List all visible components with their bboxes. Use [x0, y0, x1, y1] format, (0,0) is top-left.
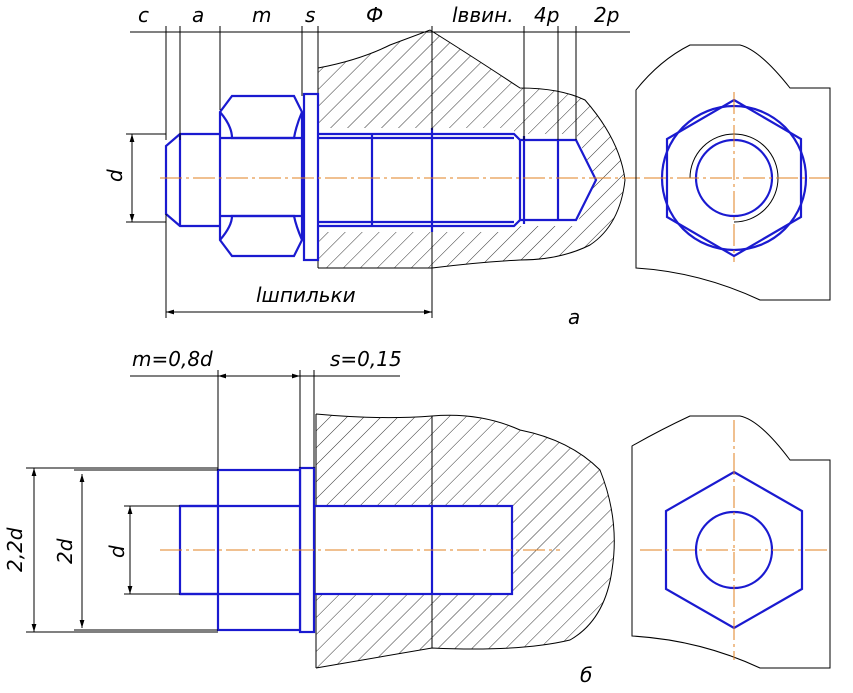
top-dim-line [130, 26, 630, 140]
bottom-dim-m: m=0,8d [132, 347, 213, 371]
top-dim-lstud: lшпильки [256, 283, 356, 307]
top-dim-4p: 4p [534, 3, 559, 27]
bottom-assembly: m=0,8d s=0,15 2,2d 2d d б [3, 347, 615, 687]
top-dim-2p: 2p [594, 3, 619, 27]
top-assembly: c a m s Ф lввин. 4p 2p d lшпильки a [103, 3, 640, 329]
top-base-outline [317, 29, 626, 269]
top-caption: a [568, 305, 580, 329]
top-hole [318, 128, 514, 232]
top-dim-s: s [305, 3, 315, 27]
top-washer [302, 92, 320, 262]
bottom-base-part [316, 414, 615, 668]
bottom-dim-22d: 2,2d [3, 527, 27, 572]
top-dim-m: m [252, 3, 271, 27]
bottom-dim-s: s=0,15 [330, 347, 402, 371]
top-dim-d: d [103, 169, 127, 182]
top-dim-lscrew: lввин. [452, 3, 514, 27]
top-nut [218, 94, 304, 258]
top-dim-c: c [138, 3, 149, 27]
bottom-dim-d: d [105, 545, 129, 558]
top-stud [164, 132, 522, 228]
bottom-dim-2d: 2d [53, 538, 77, 564]
top-dim-phi: Ф [366, 3, 383, 27]
top-dim-a: a [192, 3, 204, 27]
top-end-view [635, 44, 831, 301]
top-hole-tip [514, 134, 596, 226]
bottom-end-view [631, 415, 831, 669]
bottom-caption: б [580, 663, 592, 687]
